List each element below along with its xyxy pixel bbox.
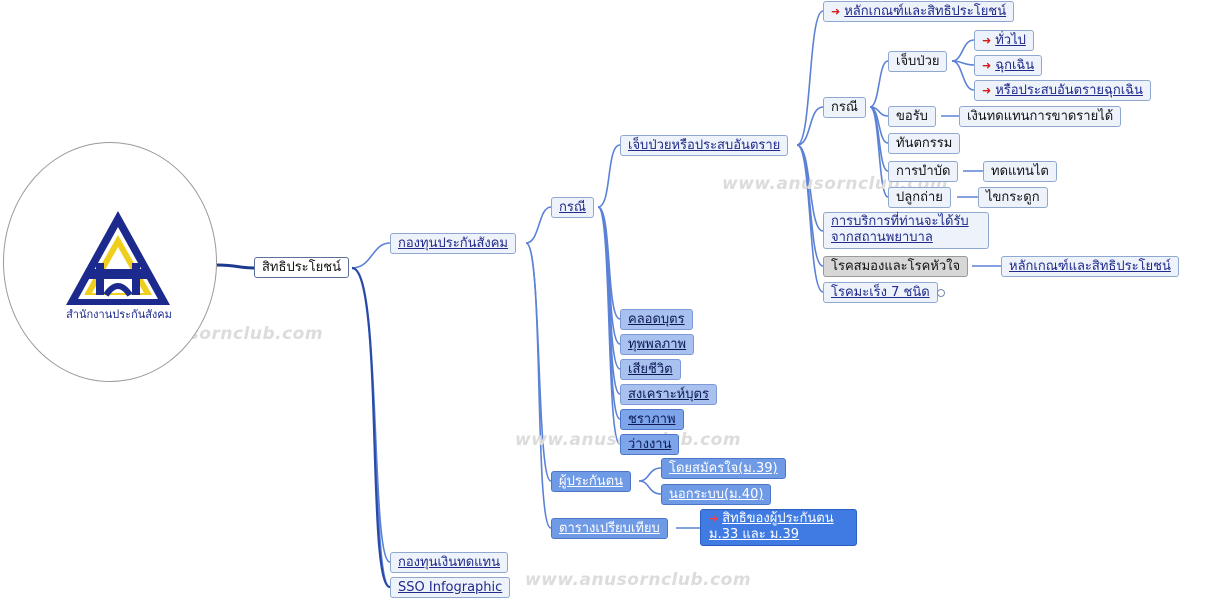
arrow-icon: ➜ xyxy=(982,34,992,47)
arrow-icon: ➜ xyxy=(982,84,992,97)
node-kidney-replacement[interactable]: ทดแทนไต xyxy=(983,161,1057,182)
node-general[interactable]: ➜ทั่วไป xyxy=(974,30,1034,51)
node-sickness-injury[interactable]: เจ็บป่วยหรือประสบอันตราย xyxy=(620,135,789,156)
node-insured-rights[interactable]: ➜สิทธิของผู้ประกันตน ม.33 และ ม.39 xyxy=(700,509,857,546)
node-compensation-fund[interactable]: กองทุนเงินทดแทน xyxy=(390,552,509,573)
node-old-age[interactable]: ชราภาพ xyxy=(620,409,684,430)
node-income-compensation[interactable]: เงินทดแทนการขาดรายได้ xyxy=(959,106,1122,127)
node-emergency[interactable]: ➜ฉุกเฉิน xyxy=(974,55,1043,76)
node-child-allowance[interactable]: สงเคราะห์บุตร xyxy=(620,384,717,405)
node-accident-emergency[interactable]: ➜หรือประสบอันตรายฉุกเฉิน xyxy=(974,80,1151,101)
node-bone-marrow[interactable]: ไขกระดูก xyxy=(978,187,1048,208)
node-brain-heart[interactable]: โรคสมองและโรคหัวใจ xyxy=(823,256,969,277)
node-accident-emergency-label: หรือประสบอันตรายฉุกเฉิน xyxy=(995,83,1143,98)
root-node[interactable]: สิทธิประโยชน์ xyxy=(254,257,349,278)
node-sso-infographic[interactable]: SSO Infographic xyxy=(390,577,511,598)
node-comparison-label: ตารางเปรียบเทียบ xyxy=(559,521,660,536)
node-emergency-label: ฉุกเฉิน xyxy=(995,58,1035,73)
node-cancer-7[interactable]: โรคมะเร็ง 7 ชนิด xyxy=(823,282,938,303)
node-therapy[interactable]: การบำบัด xyxy=(888,161,959,182)
node-insured-rights-label: สิทธิของผู้ประกันตน ม.33 และ ม.39 xyxy=(709,511,834,542)
node-hospital-services[interactable]: การบริการที่ท่านจะได้รับ จากสถานพยาบาล xyxy=(823,212,989,249)
watermark: www.anusornclub.com xyxy=(525,570,752,590)
sso-triangle-logo-icon xyxy=(66,211,170,305)
node-insured-label: ผู้ประกันตน xyxy=(559,474,623,489)
node-case-sub[interactable]: กรณี xyxy=(823,97,866,118)
arrow-icon: ➜ xyxy=(709,512,719,525)
node-voluntary-label: โดยสมัครใจ(ม.39) xyxy=(669,461,778,476)
node-disability[interactable]: ทุพพลภาพ xyxy=(620,334,695,355)
node-insured-persons[interactable]: ผู้ประกันตน xyxy=(551,471,631,492)
node-criteria-top-label: หลักเกณฑ์และสิทธิประโยชน์ xyxy=(844,4,1007,19)
node-informal-m40[interactable]: นอกระบบ(ม.40) xyxy=(661,484,772,505)
node-criteria-top[interactable]: ➜หลักเกณฑ์และสิทธิประโยชน์ xyxy=(823,1,1015,22)
collapse-toggle-icon[interactable] xyxy=(937,289,945,297)
node-social-security-fund[interactable]: กองทุนประกันสังคม xyxy=(390,233,517,254)
node-voluntary-m39[interactable]: โดยสมัครใจ(ม.39) xyxy=(661,458,786,479)
arrow-icon: ➜ xyxy=(831,5,841,18)
arrow-icon: ➜ xyxy=(982,59,992,72)
node-claim[interactable]: ขอรับ xyxy=(888,106,936,127)
node-sickness[interactable]: เจ็บป่วย xyxy=(888,51,948,72)
node-general-label: ทั่วไป xyxy=(995,33,1026,48)
node-dental[interactable]: ทันตกรรม xyxy=(888,133,961,154)
node-cases[interactable]: กรณี xyxy=(551,197,594,218)
node-transplant[interactable]: ปลูกถ่าย xyxy=(888,187,951,208)
node-childbirth[interactable]: คลอดบุตร xyxy=(620,309,693,330)
node-death[interactable]: เสียชีวิต xyxy=(620,359,681,380)
node-comparison-table[interactable]: ตารางเปรียบเทียบ xyxy=(551,518,668,539)
node-informal-label: นอกระบบ(ม.40) xyxy=(669,487,764,502)
logo-caption: สำนักงานประกันสังคม xyxy=(66,308,172,321)
node-brain-criteria[interactable]: หลักเกณฑ์และสิทธิประโยชน์ xyxy=(1001,256,1179,277)
node-unemployment[interactable]: ว่างงาน xyxy=(620,434,680,455)
